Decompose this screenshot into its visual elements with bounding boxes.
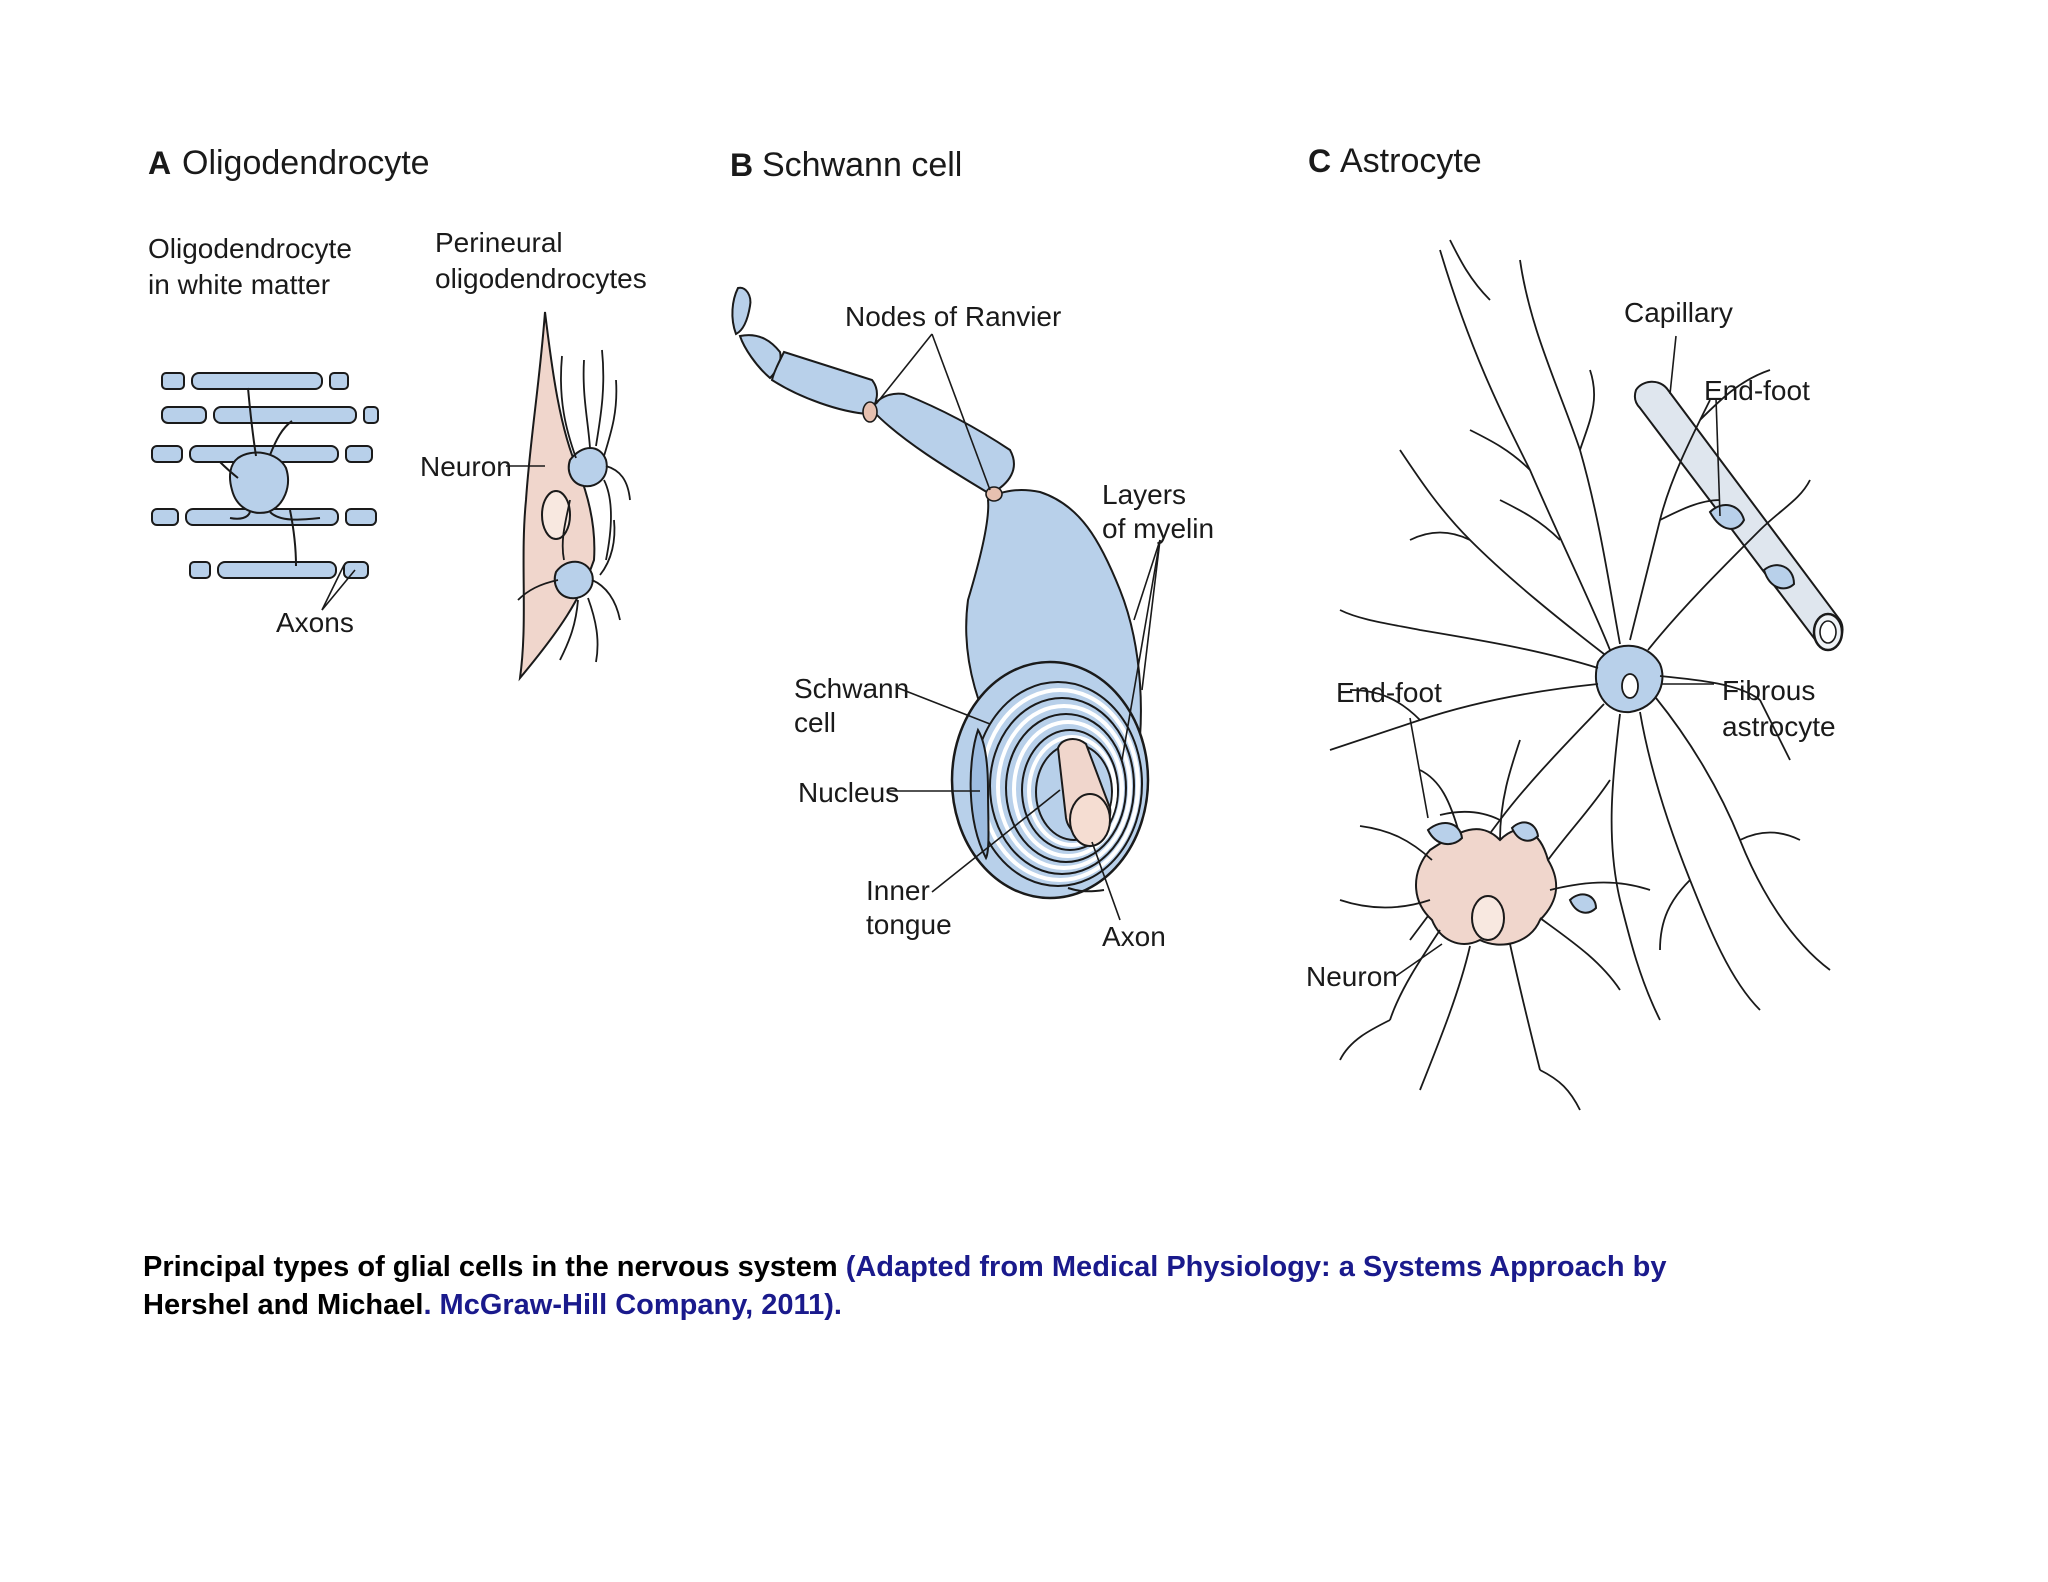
label-layers-of-myelin-2: of myelin bbox=[1102, 513, 1214, 544]
label-axon: Axon bbox=[1102, 921, 1166, 952]
caption-publisher: . McGraw-Hill Company, 2011). bbox=[423, 1289, 842, 1321]
label-end-foot-top: End-foot bbox=[1704, 375, 1810, 406]
perineural-oligodendrocytes bbox=[553, 447, 608, 600]
label-schwann-cell-1: Schwann bbox=[794, 673, 909, 704]
label-layers-of-myelin-1: Layers bbox=[1102, 479, 1186, 510]
label-inner-tongue-1: Inner bbox=[866, 875, 930, 906]
oligodendrocyte-processes bbox=[219, 387, 321, 567]
label-neuron-c: Neuron bbox=[1306, 961, 1398, 992]
label-end-foot-left: End-foot bbox=[1336, 677, 1442, 708]
label-fibrous-astrocyte-1: Fibrous bbox=[1722, 675, 1815, 706]
panel-c: C Astrocyte bbox=[1306, 142, 1844, 1111]
label-axons: Axons bbox=[276, 607, 354, 638]
label-schwann-cell-2: cell bbox=[794, 707, 836, 738]
panel-a-title: Oligodendrocyte bbox=[182, 144, 430, 182]
caption-authors: Hershel and Michael bbox=[143, 1289, 424, 1321]
capillary-end-feet bbox=[1708, 504, 1796, 590]
panel-b-pointers bbox=[875, 333, 1161, 921]
myelin-spiral bbox=[950, 660, 1150, 900]
label-nodes-of-ranvier: Nodes of Ranvier bbox=[845, 301, 1061, 332]
astrocyte-processes bbox=[1329, 239, 1831, 1021]
neuron-end-feet bbox=[1426, 821, 1598, 914]
label-perineural-neuron: Neuron bbox=[420, 451, 512, 482]
figure-caption: Principal types of glial cells in the ne… bbox=[143, 1248, 1843, 1324]
perineural-neuron-nucleus bbox=[541, 490, 571, 540]
panel-a: A Oligodendrocyte Oligodendrocyte in whi… bbox=[148, 144, 647, 682]
panel-b: B Schwann cell Nodes of Ranvier bbox=[730, 146, 1214, 952]
label-perineural-2: oligodendrocytes bbox=[435, 263, 647, 294]
panel-a-letter: A bbox=[148, 145, 171, 181]
panel-b-letter: B bbox=[730, 147, 753, 183]
panel-c-letter: C bbox=[1308, 143, 1331, 179]
axons-pointer bbox=[321, 564, 356, 611]
label-fibrous-astrocyte-2: astrocyte bbox=[1722, 711, 1836, 742]
label-oligo-white-matter-2: in white matter bbox=[148, 269, 330, 300]
label-nucleus: Nucleus bbox=[798, 777, 899, 808]
neuron-dendrites bbox=[1339, 739, 1651, 1111]
oligodendrocyte-body bbox=[229, 451, 289, 514]
panel-b-title: Schwann cell bbox=[762, 146, 962, 184]
label-inner-tongue-2: tongue bbox=[866, 909, 952, 940]
label-perineural-1: Perineural bbox=[435, 227, 563, 258]
caption-citation: (Adapted from Medical Physiology: a Syst… bbox=[845, 1251, 1667, 1283]
panel-c-title: Astrocyte bbox=[1340, 142, 1482, 180]
panel-c-pointers bbox=[1395, 335, 1721, 977]
caption-text: Principal types of glial cells in the ne… bbox=[143, 1251, 846, 1283]
label-oligo-white-matter-1: Oligodendrocyte bbox=[148, 233, 352, 264]
label-capillary: Capillary bbox=[1624, 297, 1733, 328]
perineural-processes bbox=[517, 349, 631, 663]
